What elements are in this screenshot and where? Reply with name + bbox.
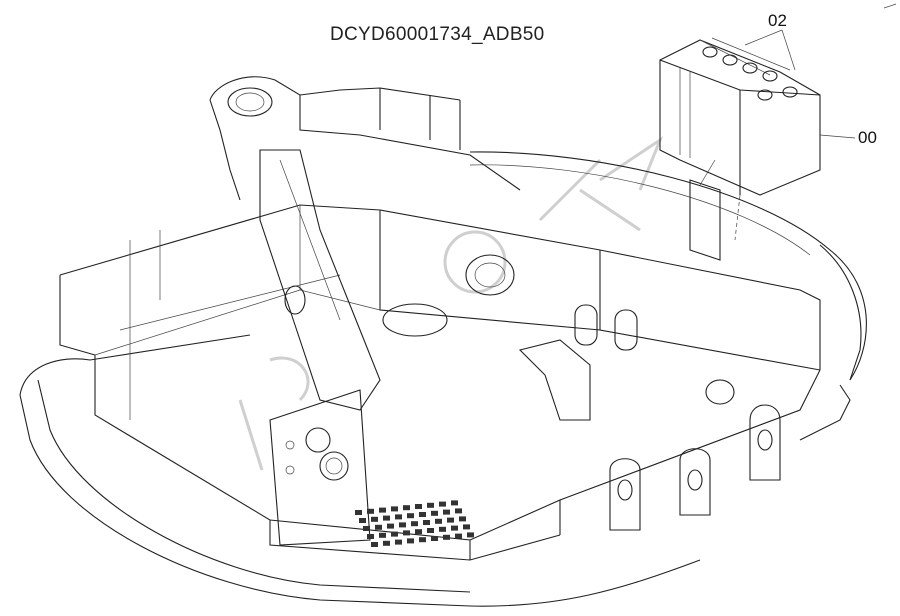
rear-plate [269,389,371,546]
grating [355,500,474,547]
front-lugs [609,404,781,531]
drawing-title: DCYD60001734_ADB50 [330,24,545,45]
base-ring [19,151,867,607]
corner-mark [883,3,897,9]
chassis-frame [59,204,821,561]
callout-label: 02 [768,11,787,30]
mount-leader [734,194,741,241]
callout-leaders [744,29,856,139]
center-cutouts [382,254,735,421]
battery [659,37,821,196]
boom-mount [209,76,521,411]
watermark [238,136,664,471]
callout-label: 00 [858,128,877,147]
